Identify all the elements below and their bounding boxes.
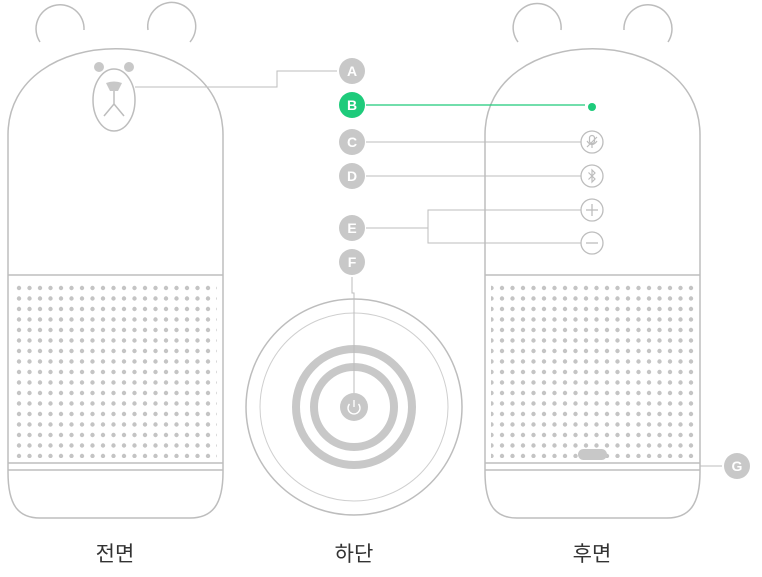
front-view-label: 전면 <box>95 542 135 566</box>
power-button[interactable] <box>340 393 368 421</box>
bluetooth-button[interactable] <box>580 164 604 188</box>
svg-text:C: C <box>347 134 357 150</box>
marker-g: G <box>724 453 750 479</box>
bear-muzzle <box>92 68 136 132</box>
front-speaker <box>7 1 224 519</box>
leader-a <box>135 70 337 88</box>
back-body-outline <box>484 48 701 463</box>
svg-text:G: G <box>732 458 743 474</box>
status-led <box>588 103 596 111</box>
mic-mute-button[interactable] <box>580 130 604 154</box>
marker-c: C <box>339 129 365 155</box>
bluetooth-icon <box>588 168 596 184</box>
svg-text:F: F <box>348 254 357 270</box>
back-left-ear <box>512 2 562 43</box>
front-base <box>7 463 224 519</box>
bear-face <box>92 62 136 132</box>
mic-mute-icon <box>586 134 598 148</box>
marker-f: F <box>339 249 365 275</box>
marker-a: A <box>339 58 365 84</box>
front-body-outline <box>7 48 224 463</box>
bear-nose <box>106 81 122 91</box>
back-speaker <box>484 2 701 519</box>
usb-port <box>578 449 607 460</box>
power-icon <box>347 400 361 415</box>
marker-e: E <box>339 215 365 241</box>
svg-text:B: B <box>347 97 357 113</box>
volume-up-button[interactable] <box>580 198 604 222</box>
leader-f <box>351 277 355 393</box>
plus-icon <box>586 204 598 216</box>
back-view-label: 후면 <box>572 542 612 566</box>
marker-b: B <box>339 92 365 118</box>
back-speaker-grille <box>491 282 694 458</box>
bear-mouth <box>103 91 125 117</box>
volume-down-button[interactable] <box>580 231 604 255</box>
bear-left-eye <box>94 62 104 72</box>
svg-text:D: D <box>347 168 357 184</box>
back-base <box>484 463 701 519</box>
svg-text:E: E <box>347 220 356 236</box>
back-right-ear <box>623 4 673 43</box>
leader-lines <box>135 70 722 467</box>
front-left-ear <box>35 4 85 43</box>
leader-e <box>366 209 581 229</box>
marker-d: D <box>339 163 365 189</box>
svg-text:A: A <box>347 63 357 79</box>
front-speaker-grille <box>14 282 217 458</box>
front-right-ear <box>146 1 197 43</box>
bear-right-eye <box>124 62 134 72</box>
bottom-view-label: 하단 <box>334 542 374 566</box>
